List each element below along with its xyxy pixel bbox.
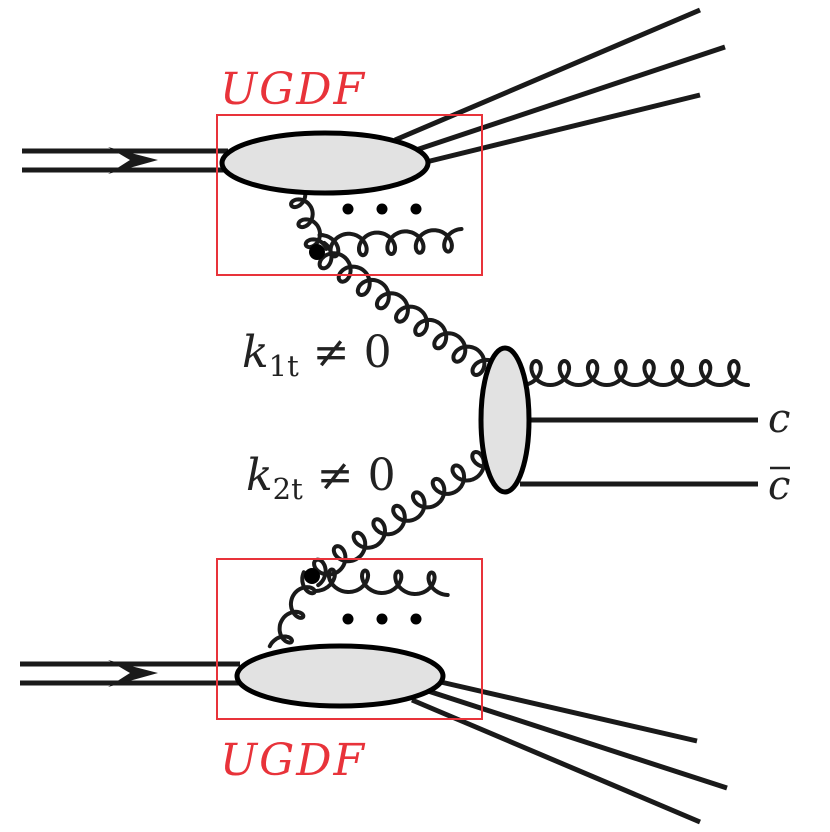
bottom-blob [234, 643, 446, 709]
antiquark-label: c [768, 463, 790, 509]
bottom-ugdf-label: UGDF [220, 735, 366, 786]
gluon-top-emission [317, 227, 464, 259]
top-blob [219, 130, 431, 196]
k1t-label: k1t ≠ 0 [242, 327, 392, 383]
top-incoming-proton [22, 147, 228, 174]
bottom-ellipsis [342, 613, 422, 625]
gluon-bottom-emission [312, 567, 450, 597]
k2t-label: k2t ≠ 0 [246, 450, 396, 506]
gluon-bottom-blob [267, 570, 317, 649]
top-ugdf-box [216, 114, 483, 276]
gluon-top-blob [289, 186, 329, 251]
central-blob [478, 345, 532, 495]
gluon-outgoing [520, 359, 750, 387]
top-arrow [108, 147, 158, 174]
quark-label: c [768, 396, 790, 442]
gluon-k2 [312, 450, 499, 588]
bottom-arrow [108, 660, 158, 687]
bottom-vertex [304, 568, 320, 584]
bottom-ugdf-box [216, 558, 483, 720]
top-outgoing-jets [394, 7, 726, 166]
top-vertex [309, 244, 325, 260]
top-ugdf-label: UGDF [220, 64, 366, 115]
top-ellipsis [342, 203, 422, 215]
bottom-outgoing-jets [411, 677, 728, 825]
bottom-incoming-proton [20, 660, 240, 687]
gluon-k1 [317, 241, 499, 377]
gluon-lines [267, 186, 750, 649]
